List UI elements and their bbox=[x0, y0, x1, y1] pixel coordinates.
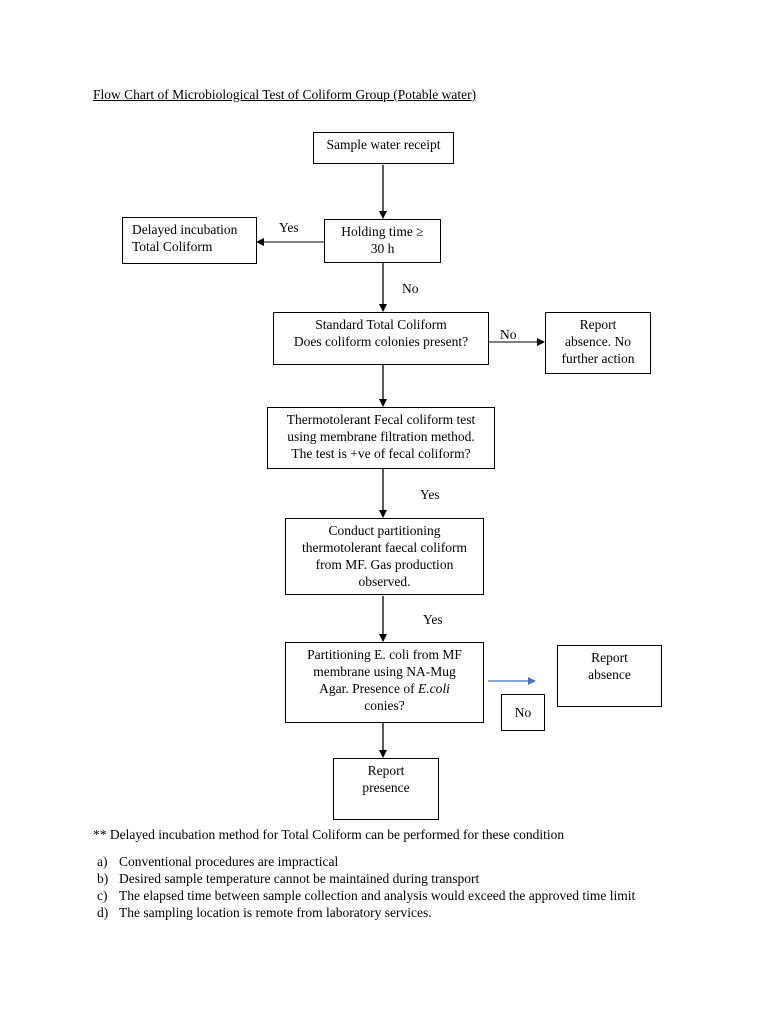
list-marker: d) bbox=[97, 905, 109, 920]
box-text: membrane using NA-Mug bbox=[313, 664, 456, 679]
box-text-line3: Agar. Presence of E.coli bbox=[286, 680, 483, 697]
box-text: Does coliform colonies present? bbox=[293, 334, 469, 349]
label-no-standard: No bbox=[500, 327, 517, 342]
label-yes-thermotolerant: Yes bbox=[420, 487, 440, 502]
list-marker: a) bbox=[97, 854, 108, 869]
box-text: Sample water receipt bbox=[326, 137, 441, 152]
box-text: The test is +ve of fecal coliform? bbox=[291, 446, 471, 461]
list-item: d) The sampling location is remote from l… bbox=[97, 904, 635, 921]
box-report-absence: Report absence bbox=[557, 645, 662, 707]
box-text: Report bbox=[367, 763, 405, 778]
box-text: 30 h bbox=[370, 241, 395, 256]
box-text: Report bbox=[591, 650, 628, 665]
ecoli-italic-text: E.coli bbox=[418, 681, 450, 696]
box-text: observed. bbox=[358, 574, 411, 589]
box-partitioning-ecoli: Partitioning E. coli from MF membrane us… bbox=[285, 642, 484, 723]
label-yes-delayed: Yes bbox=[279, 220, 299, 235]
box-text: Total Coliform bbox=[132, 239, 213, 254]
label-yes-gas: Yes bbox=[423, 612, 443, 627]
box-text: No bbox=[514, 705, 532, 720]
footnote: ** Delayed incubation method for Total C… bbox=[93, 827, 565, 842]
box-holding-time: Holding time ≥ 30 h bbox=[324, 219, 441, 263]
conditions-list: a) Conventional procedures are impractica… bbox=[97, 853, 635, 921]
box-partitioning-gas: Conduct partitioning thermotolerant faec… bbox=[285, 518, 484, 595]
box-text: Report bbox=[579, 317, 617, 332]
box-no: No bbox=[501, 694, 545, 731]
box-text: presence bbox=[362, 780, 410, 795]
chart-title: Flow Chart of Microbiological Test of Co… bbox=[93, 87, 477, 102]
box-text: Delayed incubation bbox=[132, 222, 238, 237]
list-marker: b) bbox=[97, 871, 109, 886]
box-standard-total-coliform: Standard Total Coliform Does coliform co… bbox=[273, 312, 489, 365]
list-text: Conventional procedures are impractical bbox=[119, 854, 339, 869]
box-report-presence: Report presence bbox=[333, 758, 439, 820]
box-text: absence bbox=[588, 667, 631, 682]
box-text: absence. No bbox=[565, 334, 631, 349]
list-text: Desired sample temperature cannot be mai… bbox=[119, 871, 480, 886]
box-text: Standard Total Coliform bbox=[315, 317, 447, 332]
box-text: Agar. Presence of bbox=[319, 681, 419, 696]
box-text: using membrane filtration method. bbox=[287, 429, 475, 444]
box-text: from MF. Gas production bbox=[315, 557, 454, 572]
list-marker: c) bbox=[97, 888, 108, 903]
box-sample-receipt: Sample water receipt bbox=[313, 132, 454, 164]
box-text: Conduct partitioning bbox=[328, 523, 441, 538]
box-text: thermotolerant faecal coliform bbox=[302, 540, 467, 555]
box-text: Partitioning E. coli from MF bbox=[307, 647, 462, 662]
list-item: b) Desired sample temperature cannot be m… bbox=[97, 870, 635, 887]
list-item: a) Conventional procedures are impractica… bbox=[97, 853, 635, 870]
box-delayed-incubation: Delayed incubation Total Coliform bbox=[122, 217, 257, 264]
box-text: conies? bbox=[364, 698, 405, 713]
box-report-absence-no-further-action: Report absence. No further action bbox=[545, 312, 651, 374]
box-text: Holding time ≥ bbox=[341, 224, 424, 239]
list-item: c) The elapsed time between sample collec… bbox=[97, 887, 635, 904]
box-text: further action bbox=[561, 351, 635, 366]
box-text: Thermotolerant Fecal coliform test bbox=[286, 412, 476, 427]
label-no-holding: No bbox=[402, 281, 419, 296]
list-text: The elapsed time between sample collecti… bbox=[119, 888, 636, 903]
box-thermotolerant-test: Thermotolerant Fecal coliform test using… bbox=[267, 407, 495, 469]
list-text: The sampling location is remote from lab… bbox=[119, 905, 432, 920]
